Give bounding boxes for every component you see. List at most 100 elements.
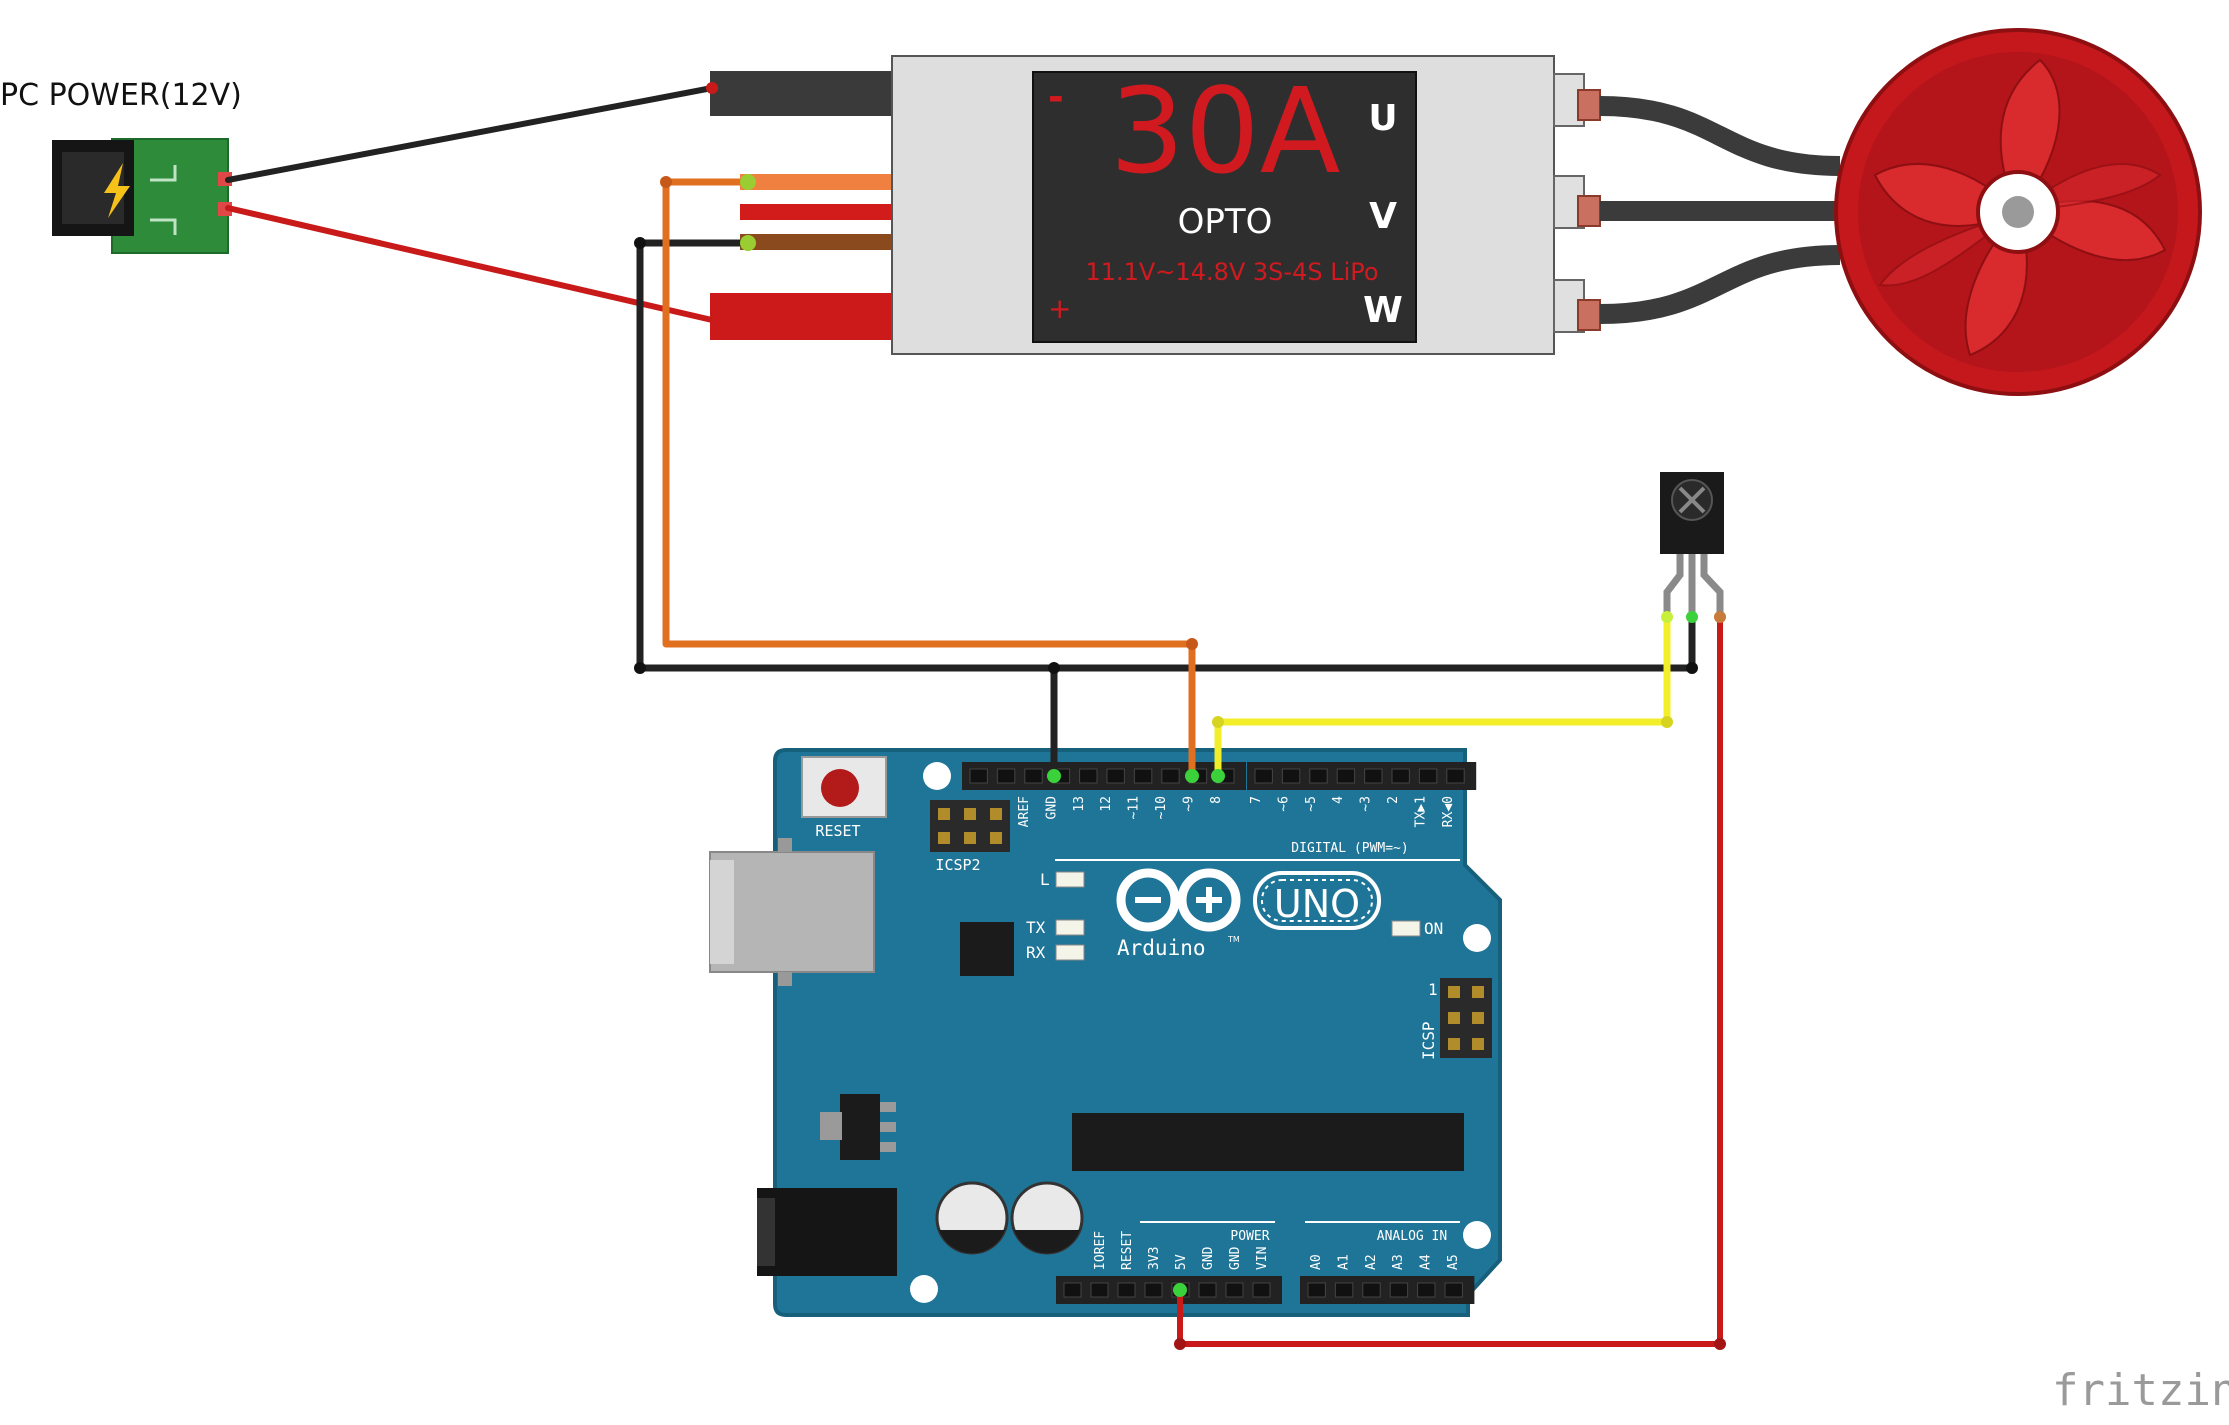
header-socket[interactable] [1336,768,1356,784]
usb-port [709,851,875,973]
esc-phase-w: W [1363,290,1403,331]
header-socket[interactable] [1161,768,1180,784]
ir-receiver [1660,472,1724,615]
arduino-uno: RESET ICSP2 [709,748,1502,1317]
digital-pin-label: RX◀0 [1441,796,1456,827]
header-socket[interactable] [1090,1282,1109,1298]
digital-pin-label: TX▶1 [1413,796,1428,827]
analog-pin-label: A1 [1336,1254,1351,1270]
header-socket[interactable] [1225,1282,1244,1298]
header-socket[interactable] [1418,768,1438,784]
wire-esc-signal [662,178,1196,780]
led-on-label: ON [1424,919,1443,938]
header-socket[interactable] [1281,768,1301,784]
icsp2-header [930,800,1010,852]
esc-module: - + 30A OPTO 11.1V~14.8V 3S-4S LiPo U V … [710,55,1601,355]
header-socket[interactable] [1063,1282,1082,1298]
esc-phase-v: V [1369,196,1397,237]
header-body [1247,762,1477,790]
header-socket[interactable] [1309,768,1328,784]
esc-spec: 11.1V~14.8V 3S-4S LiPo [1085,258,1378,286]
esc-label-panel [1032,71,1417,343]
header-socket[interactable] [1391,768,1410,784]
digital-section-label: DIGITAL (PWM=~) [1291,841,1408,856]
header-socket[interactable] [996,768,1016,784]
power-pin-label: RESET [1120,1231,1135,1270]
icsp-label: ICSP [1419,1021,1438,1060]
esc-minus: - [1048,75,1064,119]
arduino-logo [1116,868,1381,932]
power-title: PC POWER(12V) [0,78,242,113]
digital-pin-label: ~6 [1276,796,1291,812]
header-socket[interactable] [1389,1282,1409,1298]
header-socket[interactable] [1198,1282,1217,1298]
digital-pin-label: ~9 [1181,796,1196,812]
header-socket[interactable] [1417,1282,1436,1298]
icsp2-label: ICSP2 [935,856,980,874]
microcontroller-chip [1072,1113,1464,1171]
header-socket[interactable] [1106,768,1125,784]
led-tx-label: TX [1026,918,1046,937]
digital-pin-label: 4 [1331,796,1346,804]
analog-section-label: ANALOG IN [1377,1229,1447,1244]
header-socket[interactable] [1362,1282,1381,1298]
wire-power-positive [225,205,715,323]
brushless-motor [1834,28,2202,396]
digital-pin-label: ~3 [1359,796,1374,812]
analog-pin-label: A2 [1364,1254,1379,1270]
digital-pin-label: ~11 [1127,796,1142,819]
power-pin-label: GND [1228,1246,1243,1270]
power-pin-label: GND [1201,1246,1216,1270]
header-socket[interactable] [1079,768,1098,784]
power-header [1056,1276,1282,1304]
digital-pin-label: GND [1044,796,1059,820]
wire-ir-vcc [1177,614,1723,1347]
header-socket[interactable] [1117,1282,1136,1298]
reset-label: RESET [815,822,860,840]
esc-plus: + [1048,292,1071,325]
led-rx-label: RX [1026,943,1046,962]
power-pin-label: 3V3 [1147,1247,1162,1270]
arduino-brand: Arduino [1117,936,1206,960]
fritzing-watermark: fritzing [2052,1365,2229,1416]
header-socket[interactable] [1252,1282,1271,1298]
reset-button[interactable] [801,756,887,818]
digital-pin-label: 2 [1386,796,1401,804]
header-socket[interactable] [1446,768,1465,784]
arduino-model: UNO [1274,882,1360,926]
header-socket[interactable] [1307,1282,1326,1298]
analog-pin-label: A0 [1309,1254,1324,1270]
header-socket[interactable] [1133,768,1153,784]
pin-endpoints [706,82,1726,1297]
wiring [225,85,1726,1350]
analog-header [1300,1276,1475,1304]
x-circle-icon [1678,486,1706,514]
power-pin-label: VIN [1255,1247,1270,1270]
esc-phase-u: U [1368,98,1397,139]
analog-pin-label: A3 [1391,1254,1406,1270]
icsp-header [1440,978,1492,1058]
header-body [1056,1276,1282,1304]
header-socket[interactable] [1144,1282,1163,1298]
wire-ir-signal [1214,613,1671,780]
header-socket[interactable] [1024,768,1043,784]
digital-pin-label: 8 [1209,796,1224,804]
header-socket[interactable] [1334,1282,1354,1298]
header-socket[interactable] [1254,768,1273,784]
status-leds [1055,871,1421,961]
header-socket[interactable] [1444,1282,1463,1298]
power-pin-label: 5V [1174,1254,1189,1270]
pc-power-jack: PC POWER(12V) [0,78,242,254]
dc-jack [757,1188,897,1276]
motor-phase-leads [1599,96,1841,324]
digital-pin-label: 13 [1072,796,1087,812]
capacitors [935,1181,1084,1255]
digital-pin-label: ~5 [1304,796,1319,812]
header-socket[interactable] [969,768,988,784]
digital-pin-label: 7 [1249,796,1264,804]
header-socket[interactable] [1364,768,1383,784]
esc-rating: 30A [1110,62,1341,200]
